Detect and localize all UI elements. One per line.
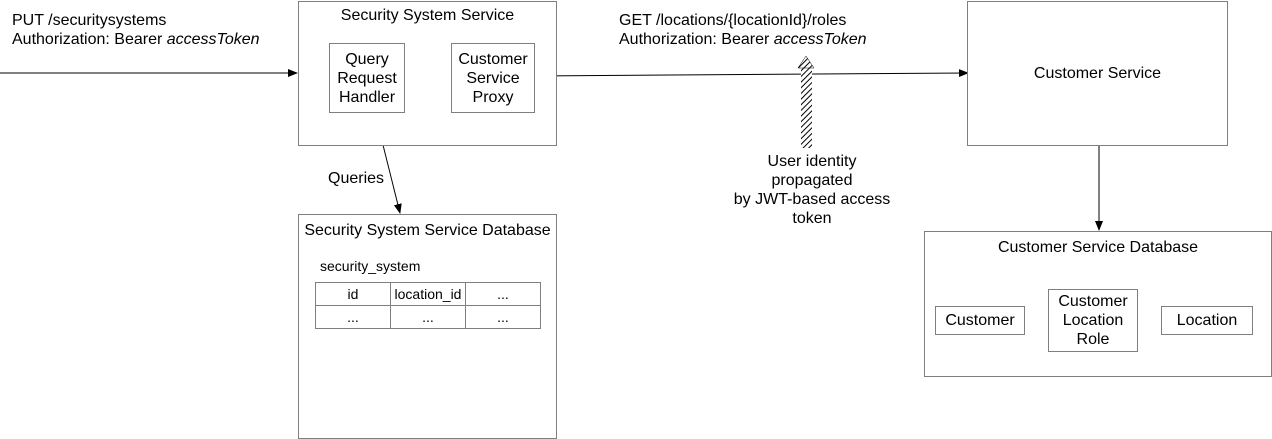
table-header-cell: id: [315, 282, 391, 306]
table-cell: ...: [390, 305, 466, 329]
customer-location-role-entity-box: Customer Location Role: [1048, 289, 1138, 352]
security-system-table: id location_id ... ... ... ...: [315, 282, 541, 329]
table-cell: ...: [315, 305, 391, 329]
customer-service-proxy-label: Customer Service Proxy: [458, 50, 528, 106]
get-authorization-line: Authorization: Bearer accessToken: [619, 30, 867, 49]
identity-note-line-2: by JWT-based access: [733, 191, 891, 208]
customer-entity-box: Customer: [935, 306, 1025, 335]
get-authorization-prefix: Authorization: Bearer: [619, 31, 774, 48]
table-cell: ...: [465, 305, 541, 329]
customer-location-role-entity-label: Customer Location Role: [1058, 293, 1128, 348]
customer-service-database-title: Customer Service Database: [997, 239, 1199, 256]
location-entity-box: Location: [1161, 306, 1253, 335]
put-request-label: PUT /securitysystems Authorization: Bear…: [12, 11, 260, 49]
security-system-service-title: Security System Service: [340, 7, 515, 24]
put-access-token: accessToken: [166, 31, 260, 48]
query-request-handler-box: Query Request Handler: [329, 43, 405, 113]
location-entity-label: Location: [1176, 312, 1238, 329]
table-header-row: id location_id ...: [315, 282, 541, 306]
get-request-label: GET /locations/{locationId}/roles Author…: [619, 11, 867, 49]
put-authorization-prefix: Authorization: Bearer: [12, 31, 167, 48]
put-authorization-line: Authorization: Bearer accessToken: [12, 30, 260, 49]
identity-propagation-arrow: [797, 55, 815, 148]
put-request-line: PUT /securitysystems: [12, 12, 167, 29]
table-header-cell: location_id: [390, 282, 466, 306]
security-system-table-name: security_system: [320, 258, 421, 274]
customer-service-database-box: Customer Service Database Customer Custo…: [924, 231, 1272, 377]
queries-label: Queries: [328, 170, 385, 187]
identity-propagation-note: User identity propagated by JWT-based ac…: [727, 152, 897, 228]
customer-service-title: Customer Service: [1033, 65, 1162, 82]
customer-entity-label: Customer: [945, 312, 1015, 329]
proxy-to-customer-service-arrow: [533, 69, 969, 78]
query-request-handler-label: Query Request Handler: [337, 50, 397, 106]
table-header-cell: ...: [465, 282, 541, 306]
customer-service-proxy-box: Customer Service Proxy: [451, 43, 535, 113]
customer-service-box: Customer Service: [967, 1, 1228, 146]
identity-note-line-1: User identity propagated: [767, 153, 857, 189]
security-system-service-box: Security System Service Query Request Ha…: [298, 1, 557, 146]
get-access-token: accessToken: [773, 31, 867, 48]
security-system-database-box: Security System Service Database securit…: [298, 214, 557, 439]
table-row: ... ... ...: [315, 305, 541, 329]
identity-note-line-3: token: [792, 210, 832, 227]
security-system-database-title: Security System Service Database: [304, 222, 551, 239]
get-request-line: GET /locations/{locationId}/roles: [619, 12, 847, 29]
